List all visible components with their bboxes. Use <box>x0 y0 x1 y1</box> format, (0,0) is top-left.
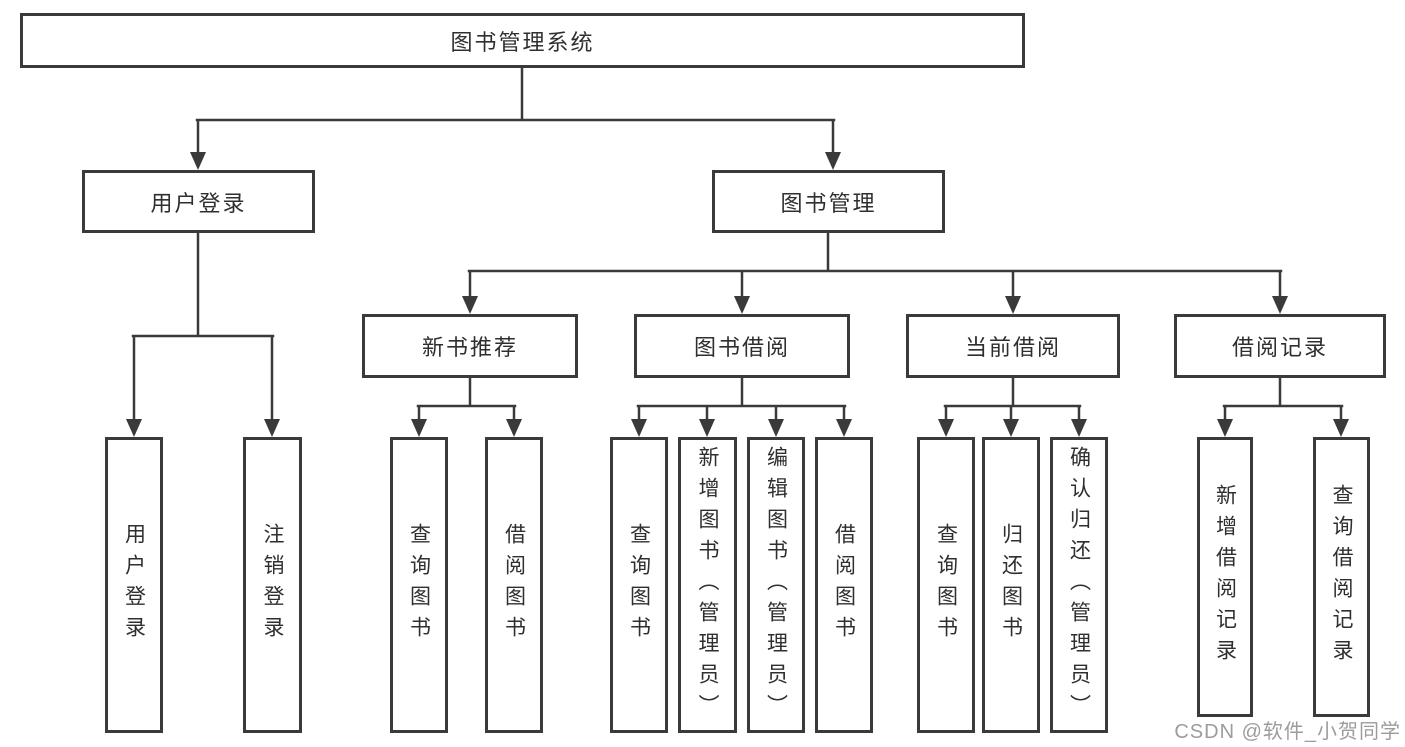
leaf-add-books-admin: 新增图书（管理员） <box>678 437 737 733</box>
node-current-borrowing: 当前借阅 <box>906 314 1120 378</box>
leaf-query-books: 查询图书 <box>390 437 448 733</box>
node-library-management-system: 图书管理系统 <box>20 13 1025 68</box>
connector-arrows <box>126 152 1349 437</box>
leaf-logout: 注销登录 <box>243 437 302 733</box>
node-borrowing-records: 借阅记录 <box>1174 314 1386 378</box>
leaf-query-books: 查询图书 <box>917 437 975 733</box>
leaf-edit-books-admin: 编辑图书（管理员） <box>747 437 805 733</box>
node-new-book-recommendation: 新书推荐 <box>362 314 578 378</box>
leaf-borrow-books: 借阅图书 <box>815 437 873 733</box>
leaf-return-books: 归还图书 <box>982 437 1040 733</box>
leaf-query-books: 查询图书 <box>610 437 668 733</box>
leaf-confirm-return-admin: 确认归还（管理员） <box>1050 437 1108 733</box>
watermark: CSDN @软件_小贺同学 <box>1174 721 1401 743</box>
leaf-query-borrow-record: 查询借阅记录 <box>1313 437 1370 717</box>
leaf-user-login: 用户登录 <box>105 437 163 733</box>
leaf-borrow-books: 借阅图书 <box>485 437 543 733</box>
node-user-login: 用户登录 <box>82 170 315 233</box>
leaf-add-borrow-record: 新增借阅记录 <box>1197 437 1253 717</box>
node-book-management: 图书管理 <box>712 170 945 233</box>
node-book-borrowing: 图书借阅 <box>634 314 850 378</box>
